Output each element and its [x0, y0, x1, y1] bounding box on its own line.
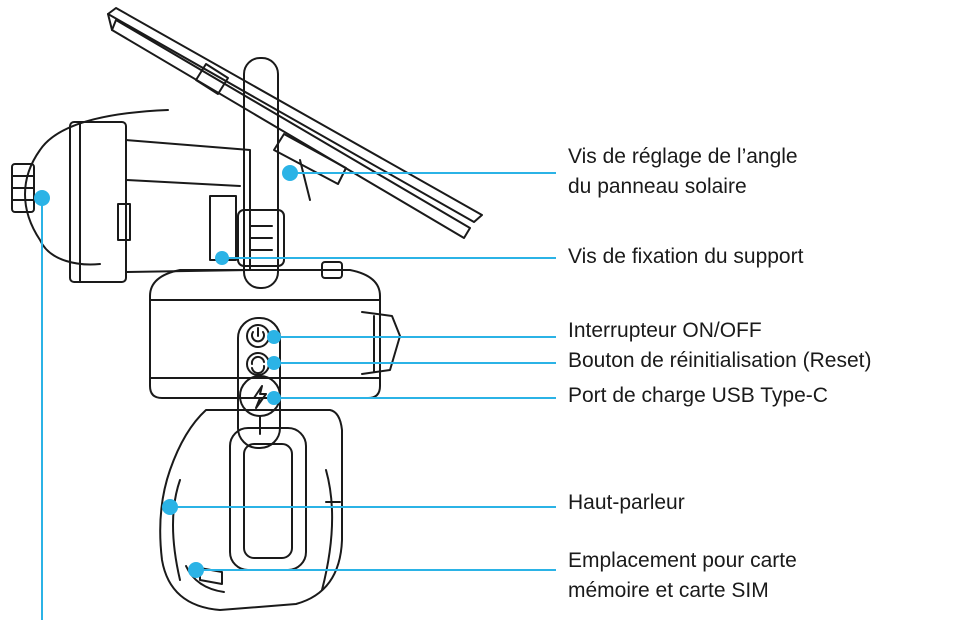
solar-cable: [24, 109, 169, 266]
callout-speaker-leader: [162, 499, 556, 515]
callout-card-slot-leader: [188, 562, 556, 578]
label-line: du panneau solaire: [568, 175, 747, 198]
callout-power-switch-leader: [267, 330, 556, 344]
callout-usb-port-label: Port de charge USB Type-C: [568, 381, 828, 411]
callout-reset-button-label: Bouton de réinitialisation (Reset): [568, 346, 872, 376]
label-line: Port de charge USB Type-C: [568, 384, 828, 407]
camera-body: [149, 261, 401, 399]
cable-connector: [11, 163, 35, 213]
label-line: Vis de réglage de l’angle: [568, 145, 798, 168]
antenna: [237, 57, 285, 289]
camera-head: [159, 409, 343, 611]
callout-solar-angle-screw-label: Vis de réglage de l’angle du panneau sol…: [568, 142, 798, 202]
callout-mount-screw-leader: [215, 251, 556, 265]
callout-power-switch-label: Interrupteur ON/OFF: [568, 316, 762, 346]
callout-solar-angle-screw-leader: [282, 165, 556, 181]
callout-reset-button-leader: [267, 356, 556, 370]
button-panel: [237, 317, 281, 449]
solar-panel: [107, 7, 483, 239]
label-line: Interrupteur ON/OFF: [568, 319, 762, 342]
label-line: Haut-parleur: [568, 491, 685, 514]
reset-icon: [246, 352, 270, 376]
label-line: Bouton de réinitialisation (Reset): [568, 349, 872, 372]
connector-marker: [34, 190, 50, 620]
callout-speaker-label: Haut-parleur: [568, 488, 685, 518]
label-line: Emplacement pour carte: [568, 549, 797, 572]
callout-mount-screw-label: Vis de fixation du support: [568, 242, 803, 272]
callout-card-slot-label: Emplacement pour carte mémoire et carte …: [568, 546, 797, 606]
power-icon: [246, 324, 270, 348]
callout-usb-port-leader: [267, 391, 556, 405]
label-line: Vis de fixation du support: [568, 245, 804, 268]
label-line: mémoire et carte SIM: [568, 579, 769, 602]
